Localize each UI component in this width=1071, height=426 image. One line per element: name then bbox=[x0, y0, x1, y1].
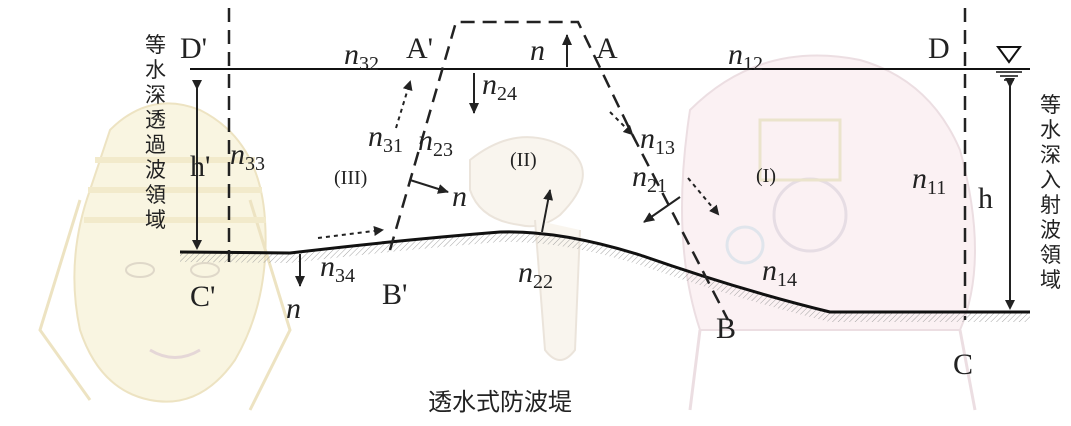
n22-arrow bbox=[541, 189, 554, 233]
label-n13: n13 bbox=[640, 122, 675, 159]
label-n24: n24 bbox=[482, 68, 517, 105]
svg-text:深: 深 bbox=[145, 83, 166, 107]
svg-text:域: 域 bbox=[145, 208, 166, 232]
label-n34: n34 bbox=[320, 250, 355, 287]
transmitted-arrow-lower bbox=[317, 226, 384, 239]
svg-text:等: 等 bbox=[1040, 93, 1061, 117]
label-n-bottom: n bbox=[286, 292, 301, 325]
label-c-prime: C' bbox=[190, 280, 215, 313]
svg-text:過: 過 bbox=[145, 133, 166, 157]
transmitted-arrow-upper bbox=[395, 80, 413, 129]
svg-text:領: 領 bbox=[145, 183, 166, 207]
label-a-prime: A' bbox=[406, 32, 433, 65]
seabed-profile-line bbox=[179, 230, 1030, 314]
svg-text:波: 波 bbox=[145, 158, 166, 182]
label-b: B bbox=[716, 312, 736, 345]
control-volume-boundaries bbox=[227, 8, 967, 321]
n21-arrow bbox=[643, 196, 681, 223]
label-n23: n23 bbox=[418, 124, 453, 161]
label-d: D bbox=[928, 32, 950, 65]
label-h: h bbox=[978, 182, 993, 215]
n-region3-arrow bbox=[409, 179, 449, 194]
svg-text:深: 深 bbox=[1040, 143, 1061, 167]
label-n33: n33 bbox=[230, 138, 265, 175]
region-1-label: (I) bbox=[756, 165, 776, 187]
svg-text:域: 域 bbox=[1040, 268, 1061, 292]
label-n-region3: n bbox=[452, 180, 467, 213]
label-n14: n14 bbox=[762, 254, 797, 291]
label-n22: n22 bbox=[518, 256, 553, 293]
svg-text:領: 領 bbox=[1040, 243, 1061, 267]
region-2-label: (II) bbox=[510, 149, 537, 171]
label-n12: n12 bbox=[728, 38, 763, 75]
svg-text:射: 射 bbox=[1040, 193, 1061, 217]
svg-text:水: 水 bbox=[145, 58, 166, 82]
svg-text:等: 等 bbox=[145, 33, 166, 57]
label-n11: n11 bbox=[912, 162, 946, 199]
label-c: C bbox=[953, 348, 973, 381]
svg-text:透: 透 bbox=[145, 108, 166, 132]
right-region-label: 等 水 深 入 射 波 領 域 bbox=[1040, 93, 1061, 292]
normal-vectors bbox=[295, 34, 681, 287]
label-n32: n32 bbox=[344, 38, 379, 75]
caption: 透水式防波堤 bbox=[428, 388, 572, 416]
label-b-prime: B' bbox=[382, 278, 407, 311]
svg-text:入: 入 bbox=[1040, 168, 1061, 192]
region-3-label: (III) bbox=[334, 167, 367, 189]
svg-text:波: 波 bbox=[1040, 218, 1061, 242]
background-pharaoh-illustration bbox=[38, 102, 292, 411]
label-n31: n31 bbox=[368, 120, 403, 157]
label-d-prime: D' bbox=[180, 32, 207, 65]
label-a: A bbox=[596, 32, 618, 65]
svg-text:水: 水 bbox=[1040, 118, 1061, 142]
water-level-icon bbox=[996, 46, 1022, 81]
background-camel-illustration bbox=[469, 54, 977, 411]
left-region-label: 等 水 深 透 過 波 領 域 bbox=[145, 33, 166, 232]
wave-direction-arrows bbox=[317, 80, 720, 239]
label-h-prime: h' bbox=[190, 150, 210, 183]
label-n21: n21 bbox=[632, 160, 667, 197]
label-n-top: n bbox=[530, 34, 545, 67]
incident-arrow-upper bbox=[609, 111, 634, 136]
